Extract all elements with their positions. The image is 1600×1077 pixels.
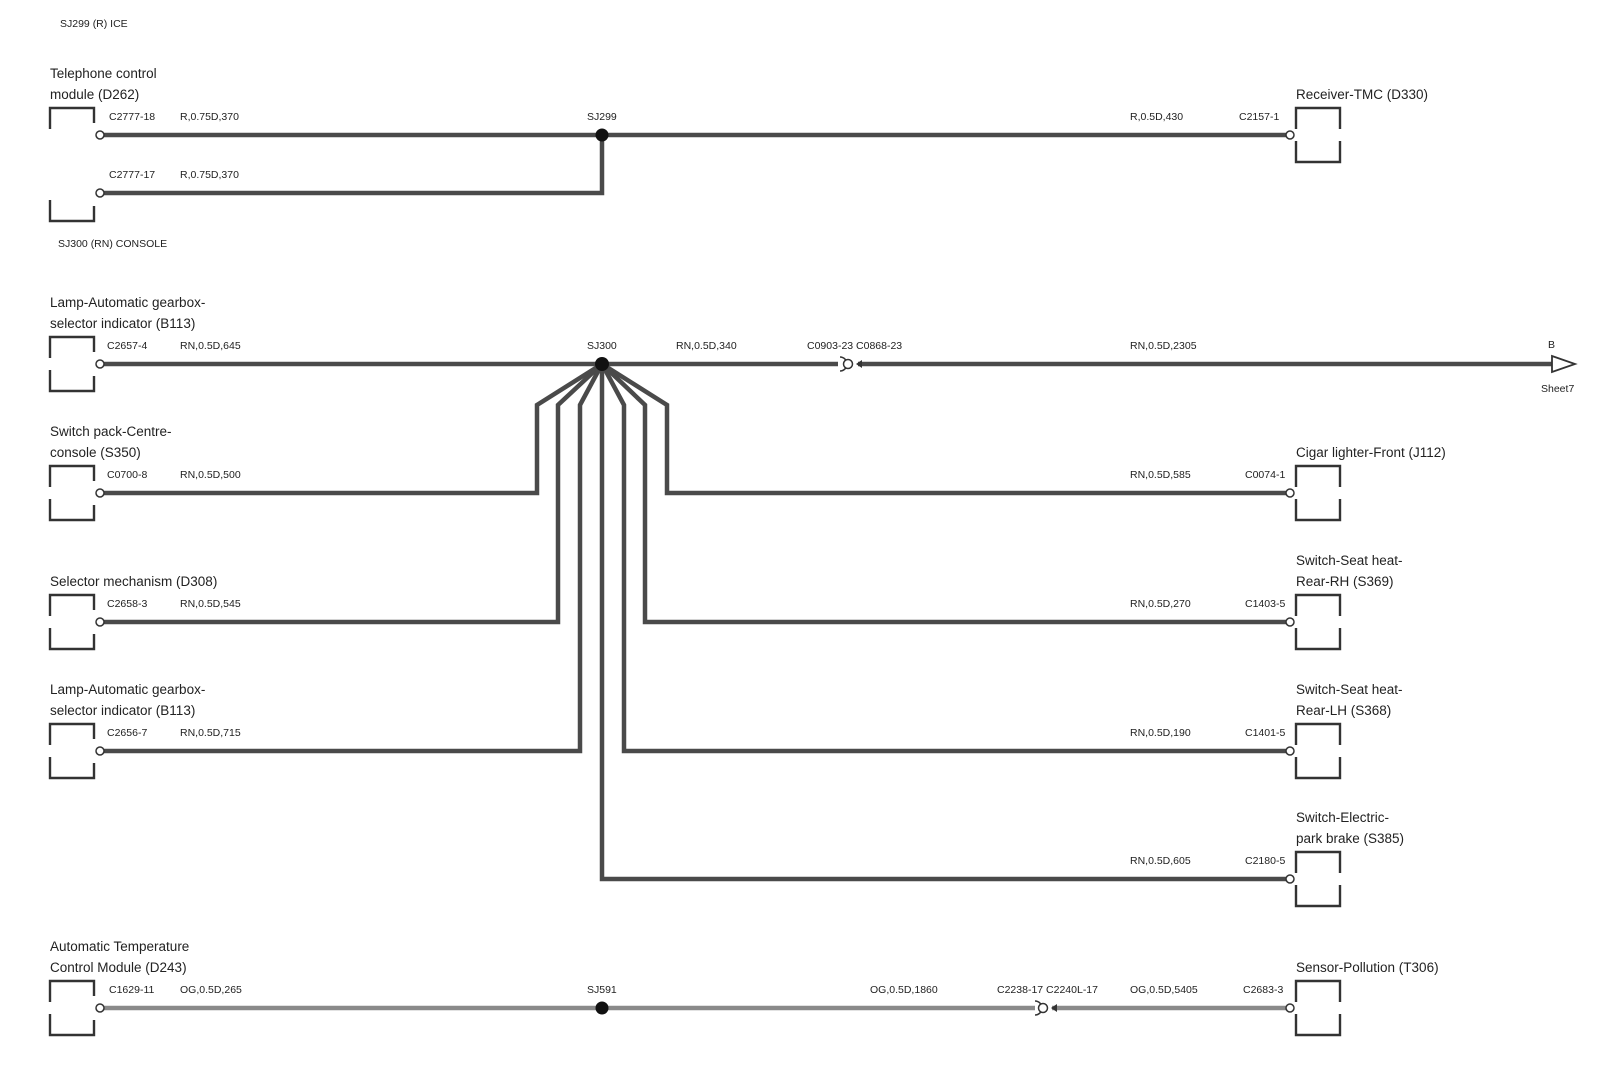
atc-module-name-line2: Control Module (D243) xyxy=(50,960,187,975)
box-cigar-lighter[interactable] xyxy=(1285,464,1342,522)
lamp-gearbox-1-name-line2: selector indicator (B113) xyxy=(50,316,195,331)
connector-c2683-3: C2683-3 xyxy=(1243,984,1283,996)
wire-label-265: OG,0.5D,265 xyxy=(180,984,242,996)
wire-c2658-3-to-sj300[interactable] xyxy=(100,362,604,625)
lamp-gearbox-1-name-line1: Lamp-Automatic gearbox- xyxy=(50,295,205,310)
seat-heat-rh-name-line2: Rear-RH (S369) xyxy=(1296,574,1394,589)
sj300-wires xyxy=(100,361,1552,882)
wire-label-605: RN,0.5D,605 xyxy=(1130,855,1191,867)
selector-mechanism-name: Selector mechanism (D308) xyxy=(50,574,217,589)
connector-c2656-7: C2656-7 xyxy=(107,727,147,739)
wire-label-715: RN,0.5D,715 xyxy=(180,727,241,739)
wire-label-190: RN,0.5D,190 xyxy=(1130,727,1191,739)
wire-c2656-7-to-sj300[interactable] xyxy=(100,362,604,754)
wire-label-370b: R,0.75D,370 xyxy=(180,169,239,181)
connector-c0074-1: C0074-1 xyxy=(1245,469,1285,481)
wire-label-2305: RN,0.5D,2305 xyxy=(1130,340,1197,352)
section-sj299-label: SJ299 (R) ICE xyxy=(60,18,128,30)
wire-label-585: RN,0.5D,585 xyxy=(1130,469,1191,481)
box-telephone-module[interactable] xyxy=(48,106,105,223)
box-switch-pack[interactable] xyxy=(48,464,105,522)
box-lamp-gearbox-2[interactable] xyxy=(48,722,105,780)
cigar-lighter-name: Cigar lighter-Front (J112) xyxy=(1296,445,1446,460)
connector-c1403-5: C1403-5 xyxy=(1245,598,1285,610)
splice-sj591-label: SJ591 xyxy=(587,984,617,996)
wire-c2777-17-to-sj299[interactable] xyxy=(100,135,605,196)
park-brake-name-line1: Switch-Electric- xyxy=(1296,810,1389,825)
wire-label-5405: OG,0.5D,5405 xyxy=(1130,984,1198,996)
connector-c2157-1: C2157-1 xyxy=(1239,111,1279,123)
sj299-wires xyxy=(100,132,1290,196)
box-seat-heat-rh[interactable] xyxy=(1285,593,1342,651)
box-park-brake[interactable] xyxy=(1285,850,1342,908)
wire-label-370a: R,0.75D,370 xyxy=(180,111,239,123)
splice-sj300-label: SJ300 xyxy=(587,340,617,352)
connector-c2657-4: C2657-4 xyxy=(107,340,147,352)
switch-pack-name-line2: console (S350) xyxy=(50,445,141,460)
connector-c2658-3: C2658-3 xyxy=(107,598,147,610)
box-atc-module[interactable] xyxy=(48,979,105,1037)
sensor-pollution-name: Sensor-Pollution (T306) xyxy=(1296,960,1439,975)
box-seat-heat-lh[interactable] xyxy=(1285,722,1342,780)
box-sensor-pollution[interactable] xyxy=(1285,979,1342,1037)
right-component-boxes xyxy=(1285,106,1342,1037)
splice-sj591-dot xyxy=(595,1001,609,1015)
seat-heat-lh-name-line2: Rear-LH (S368) xyxy=(1296,703,1391,718)
connector-c2777-18: C2777-18 xyxy=(109,111,155,123)
inline-connector-c0903-c0868 xyxy=(839,356,862,372)
connector-c1629-11: C1629-11 xyxy=(109,984,154,996)
wire-label-340: RN,0.5D,340 xyxy=(676,340,737,352)
wire-label-270: RN,0.5D,270 xyxy=(1130,598,1191,610)
connector-c2180-5: C2180-5 xyxy=(1245,855,1285,867)
offsheet-label: B xyxy=(1548,339,1555,351)
wire-label-430: R,0.5D,430 xyxy=(1130,111,1183,123)
park-brake-name-line2: park brake (S385) xyxy=(1296,831,1404,846)
splice-sj299-dot xyxy=(595,128,609,142)
splice-sj300-dot xyxy=(595,357,609,371)
wire-sj300-to-c0074-1[interactable] xyxy=(600,362,1290,496)
offsheet-sheet-ref[interactable]: Sheet7 xyxy=(1541,383,1574,395)
connector-c2777-17: C2777-17 xyxy=(109,169,155,181)
seat-heat-rh-name-line1: Switch-Seat heat- xyxy=(1296,553,1403,568)
seat-heat-lh-name-line1: Switch-Seat heat- xyxy=(1296,682,1403,697)
left-component-boxes xyxy=(48,106,105,1037)
connector-c1401-5: C1401-5 xyxy=(1245,727,1285,739)
lamp-gearbox-2-name-line2: selector indicator (B113) xyxy=(50,703,195,718)
wire-sj300-to-c2180-5[interactable] xyxy=(599,364,1290,882)
switch-pack-name-line1: Switch pack-Centre- xyxy=(50,424,172,439)
telephone-module-name-line1: Telephone control xyxy=(50,66,157,81)
lamp-gearbox-2-name-line1: Lamp-Automatic gearbox- xyxy=(50,682,205,697)
splice-sj299-label: SJ299 xyxy=(587,111,617,123)
telephone-module-name-line2: module (D262) xyxy=(50,87,139,102)
wire-label-1860: OG,0.5D,1860 xyxy=(870,984,938,996)
box-lamp-gearbox-1[interactable] xyxy=(48,335,105,393)
section-sj300-label: SJ300 (RN) CONSOLE xyxy=(58,238,167,250)
box-receiver-tmc[interactable] xyxy=(1285,106,1342,164)
wire-label-500: RN,0.5D,500 xyxy=(180,469,241,481)
atc-module-name-line1: Automatic Temperature xyxy=(50,939,189,954)
wire-sj300-to-c1401-5[interactable] xyxy=(600,362,1290,754)
wire-label-545: RN,0.5D,545 xyxy=(180,598,241,610)
box-selector-mechanism[interactable] xyxy=(48,593,105,651)
connector-c2238-c2240l: C2238-17 C2240L-17 xyxy=(997,984,1098,996)
inline-connector-c2238-c2240l xyxy=(1034,1000,1057,1016)
connector-c0700-8: C0700-8 xyxy=(107,469,147,481)
offsheet-arrow-icon[interactable] xyxy=(1551,354,1578,374)
receiver-tmc-name: Receiver-TMC (D330) xyxy=(1296,87,1428,102)
connector-c0903-c0868: C0903-23 C0868-23 xyxy=(807,340,902,352)
wire-sj300-to-c1403-5[interactable] xyxy=(600,362,1290,625)
wire-c0700-8-to-sj300[interactable] xyxy=(100,362,604,496)
wire-label-645: RN,0.5D,645 xyxy=(180,340,241,352)
